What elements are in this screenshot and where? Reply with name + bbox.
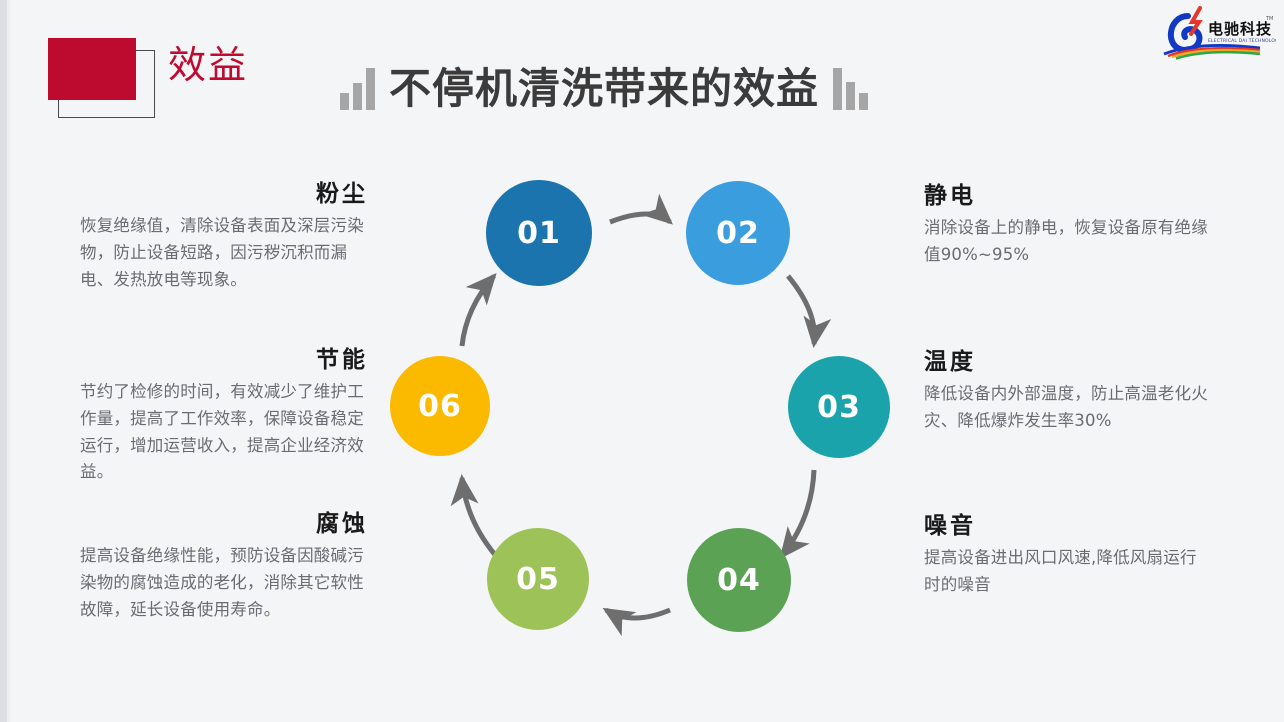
benefit-title-01: 粉尘 <box>316 181 368 207</box>
benefit-block-02: 静电 消除设备上的静电，恢复设备原有绝缘值90%~95% <box>924 183 1212 269</box>
benefit-title-06: 节能 <box>316 347 368 373</box>
benefit-block-05: 腐蚀 提高设备绝缘性能，预防设备因酸碱污染物的腐蚀造成的老化，消除其它软性故障，… <box>80 511 368 623</box>
logo-name-en: ELECTRICAL DAI TECHNOLOGY <box>1208 38 1276 44</box>
benefit-body-06: 节约了检修的时间，有效减少了维护工作量，提高了工作效率，保障设备稳定运行，增加运… <box>80 382 364 482</box>
logo-artwork: 电驰科技 ELECTRICAL DAI TECHNOLOGY TM <box>1163 6 1281 60</box>
cycle-node-02[interactable]: 02 <box>686 181 790 285</box>
arrow-04-to-05 <box>602 607 671 637</box>
logo-trademark: TM <box>1265 16 1273 22</box>
page-edge-strip <box>0 0 7 722</box>
benefit-title-02: 静电 <box>924 183 976 209</box>
section-badge-label: 效益 <box>168 43 249 87</box>
page-title: 不停机清洗带来的效益 <box>389 64 820 113</box>
benefit-block-03: 温度 降低设备内外部温度，防止高温老化火灾、降低爆炸发生率30% <box>924 349 1212 435</box>
page-edge-strip-inner <box>7 0 10 722</box>
arrow-05-to-06 <box>450 474 498 558</box>
cycle-node-06[interactable]: 06 <box>390 356 490 456</box>
arrow-06-to-01 <box>459 272 497 347</box>
benefit-block-06: 节能 节约了检修的时间，有效减少了维护工作量，提高了工作效率，保障设备稳定运行，… <box>80 347 368 486</box>
cycle-node-03[interactable]: 03 <box>788 356 890 458</box>
benefit-body-04: 提高设备进出风口风速,降低风扇运行时的噪音 <box>924 548 1197 595</box>
benefit-block-04: 噪音 提高设备进出风口风速,降低风扇运行时的噪音 <box>924 513 1212 599</box>
benefit-body-05: 提高设备绝缘性能，预防设备因酸碱污染物的腐蚀造成的老化，消除其它软性故障，延长设… <box>80 546 364 619</box>
diagram-arrows <box>450 193 832 637</box>
benefit-title-04: 噪音 <box>924 513 976 539</box>
badge-fill-shape <box>48 38 136 100</box>
bar-chart-descending-icon <box>833 66 869 110</box>
benefit-body-03: 降低设备内外部温度，防止高温老化火灾、降低爆炸发生率30% <box>924 384 1208 431</box>
cycle-node-05[interactable]: 05 <box>487 528 589 630</box>
logo-name-cn: 电驰科技 <box>1208 20 1272 38</box>
cycle-node-01[interactable]: 01 <box>486 180 592 286</box>
arrow-02-to-03 <box>786 274 832 348</box>
benefit-title-05: 腐蚀 <box>316 511 368 537</box>
company-logo: 电驰科技 ELECTRICAL DAI TECHNOLOGY TM <box>1156 4 1281 60</box>
benefit-body-01: 恢复绝缘值，清除设备表面及深层污染物，防止设备短路，因污秽沉积而漏电、发热放电等… <box>80 216 364 289</box>
benefit-body-02: 消除设备上的静电，恢复设备原有绝缘值90%~95% <box>924 218 1208 265</box>
section-badge <box>48 38 158 120</box>
benefit-block-01: 粉尘 恢复绝缘值，清除设备表面及深层污染物，防止设备短路，因污秽沉积而漏电、发热… <box>80 181 368 293</box>
title-row: 不停机清洗带来的效益 <box>340 64 869 113</box>
arrow-01-to-02 <box>609 193 673 225</box>
benefit-title-03: 温度 <box>924 349 976 375</box>
cycle-node-04[interactable]: 04 <box>687 528 791 632</box>
arrow-03-to-04 <box>779 469 817 560</box>
cycle-diagram: 01 02 03 04 05 06 <box>370 160 910 680</box>
bar-chart-ascending-icon <box>340 66 375 110</box>
